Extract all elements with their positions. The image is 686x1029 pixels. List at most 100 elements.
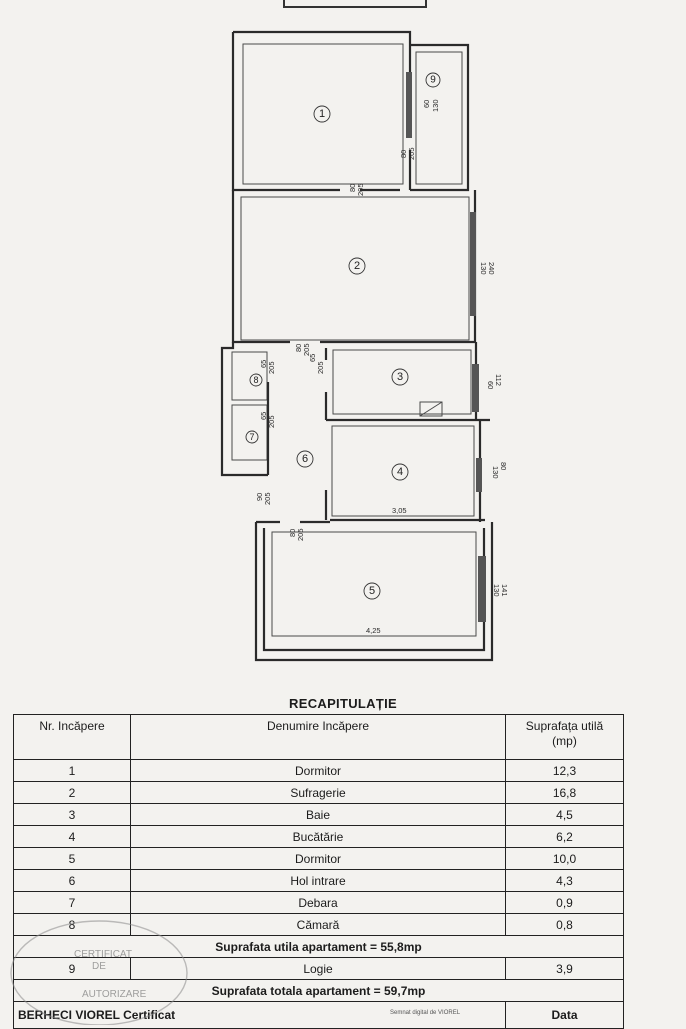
dim-12-b: 205: [356, 183, 365, 196]
room-markers: 1 2 3 4 5 6 7 8: [245, 72, 441, 600]
dim-2-win-b: 130: [479, 262, 488, 275]
row-nr: 6: [13, 869, 131, 892]
dim-8-b: 205: [267, 361, 276, 374]
blank-margin: [624, 958, 661, 980]
dim-3-door-a: 65: [308, 354, 317, 362]
table-row: 6 Hol intrare 4,3: [13, 869, 661, 892]
walls: [220, 30, 494, 662]
dim-9-b: 130: [431, 99, 440, 112]
row-name: Dormitor: [130, 847, 506, 870]
room-marker-2: 2: [348, 257, 366, 275]
row-name: Bucătărie: [130, 825, 506, 848]
room-marker-1: 1: [313, 105, 331, 123]
svg-text:3: 3: [397, 371, 403, 383]
row-nr: 5: [13, 847, 131, 870]
blank-margin: [624, 980, 661, 1002]
recap-title: RECAPITULAȚIE: [289, 696, 397, 711]
row-nr: 8: [13, 913, 131, 936]
row-name: Logie: [130, 957, 506, 980]
room-marker-7: 7: [245, 430, 259, 444]
useful-total-row: Suprafata utila apartament = 55,8mp: [13, 935, 661, 958]
row-name: Baie: [130, 803, 506, 826]
row-area: 4,5: [505, 803, 624, 826]
dim-7-b: 205: [267, 415, 276, 428]
room-marker-8: 8: [249, 373, 263, 387]
svg-text:9: 9: [430, 75, 436, 86]
dim-1-door-a: 80: [399, 150, 408, 158]
row-area: 16,8: [505, 781, 624, 804]
row-nr: 1: [13, 759, 131, 782]
footer-row: BERHECI VIOREL Certificat Data: [13, 1001, 661, 1029]
table-row: 8 Cămară 0,8: [13, 913, 661, 936]
dim-3-win-b: 60: [486, 381, 495, 389]
recap-header-row: Nr. Incăpere Denumire Incăpere Suprafața…: [13, 714, 661, 958]
date-label: Data: [505, 1001, 624, 1029]
recap-table: Nr. Incăpere Denumire Incăpere Suprafața…: [13, 714, 661, 1029]
dim-8-a: 65: [259, 360, 268, 368]
dim-1-door-b: 205: [407, 147, 416, 160]
svg-text:8: 8: [253, 375, 258, 385]
row-area: 0,9: [505, 891, 624, 914]
dim-3-door-b: 205: [316, 361, 325, 374]
row-nr: 2: [13, 781, 131, 804]
row-nr: 9: [13, 957, 131, 980]
dim-4-win-b: 130: [491, 466, 500, 479]
dim-5-win-b: 130: [492, 584, 501, 597]
svg-text:5: 5: [369, 585, 375, 597]
row-nr: 7: [13, 891, 131, 914]
header-nr: Nr. Incăpere: [13, 714, 131, 760]
page-top-edge: [283, 0, 427, 8]
row-name: Debara: [130, 891, 506, 914]
svg-text:6: 6: [302, 453, 308, 465]
row-name: Hol intrare: [130, 869, 506, 892]
row-area: 3,9: [505, 957, 624, 980]
useful-total: Suprafata utila apartament = 55,8mp: [13, 935, 624, 958]
row-area: 6,2: [505, 825, 624, 848]
room-marker-5: 5: [363, 582, 381, 600]
dim-5-win-a: 141: [500, 584, 509, 597]
window-room-4: [476, 458, 482, 492]
room-marker-9: 9: [425, 72, 441, 88]
row-area: 10,0: [505, 847, 624, 870]
dim-3-win-a: 112: [494, 374, 503, 386]
blank-margin: [623, 714, 661, 958]
header-area: Suprafața utilă (mp): [505, 714, 624, 760]
header-name: Denumire Incăpere: [130, 714, 506, 760]
dim-9-a: 60: [422, 100, 431, 108]
dim-6-a: 90: [255, 493, 264, 501]
windows: [406, 72, 486, 622]
dim-7-a: 65: [259, 412, 268, 420]
dim-2-door-b: 205: [302, 343, 311, 356]
dim-2-win-a: 240: [487, 262, 496, 275]
table-row: 7 Debara 0,9: [13, 891, 661, 914]
floor-plan: 1 2 3 4 5 6 7 8: [220, 30, 509, 662]
digital-signature-note: Semnat digital de VIOREL: [390, 1010, 461, 1016]
table-row: 5 Dormitor 10,0: [13, 847, 661, 870]
table-row: 3 Baie 4,5: [13, 803, 661, 826]
dim-6-b: 205: [263, 492, 272, 505]
window-room-5: [478, 556, 486, 622]
row-name: Sufragerie: [130, 781, 506, 804]
dim-5-length: 4,25: [366, 626, 381, 635]
table-row-logia: 9 Logie 3,9: [13, 957, 661, 980]
row-area: 0,8: [505, 913, 624, 936]
dim-5-door-b: 205: [296, 528, 305, 541]
dim-2-door-a: 80: [294, 344, 303, 352]
grand-total: Suprafata totala apartament = 59,7mp: [13, 979, 624, 1002]
dim-12-a: 80: [348, 184, 357, 192]
svg-text:7: 7: [249, 432, 254, 442]
row-area: 4,3: [505, 869, 624, 892]
dim-4-length: 3,05: [392, 506, 407, 515]
grand-total-row: Suprafata totala apartament = 59,7mp: [13, 979, 661, 1002]
table-row: 2 Sufragerie 16,8: [13, 781, 661, 804]
dim-5-door-a: 80: [288, 529, 297, 537]
row-name: Dormitor: [130, 759, 506, 782]
row-area: 12,3: [505, 759, 624, 782]
header-area-unit: (mp): [552, 734, 577, 748]
svg-text:2: 2: [354, 260, 360, 272]
window-room-2: [470, 212, 476, 316]
room-marker-6: 6: [296, 450, 314, 468]
blank-margin: [624, 1002, 661, 1029]
window-room-1-logia: [406, 72, 412, 138]
svg-text:4: 4: [397, 466, 403, 478]
